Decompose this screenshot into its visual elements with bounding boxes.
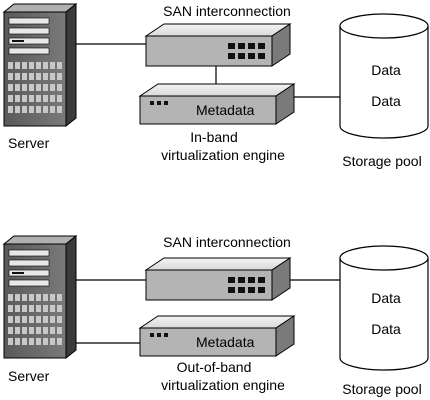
storage-pool-label: Storage pool — [342, 381, 421, 397]
san-switch-icon — [144, 257, 292, 301]
engine-metadata-label: Metadata — [196, 102, 255, 118]
engine-metadata-label: Metadata — [196, 334, 255, 350]
outofband-diagram: Server SAN interconnection Metadata Out-… — [2, 234, 429, 397]
engine-caption-line1: Out-of-band — [177, 359, 252, 375]
storage-data-2-label: Data — [371, 93, 401, 109]
engine-caption-line2: virtualization engine — [161, 147, 285, 163]
storage-pool-label: Storage pool — [342, 153, 421, 169]
storage-data-1-label: Data — [371, 62, 401, 78]
storage-data-2-label: Data — [371, 321, 401, 337]
storage-pool-cylinder-icon — [339, 13, 429, 139]
server-label: Server — [8, 135, 50, 151]
inband-diagram: Server SAN interconnection Metadata In-b… — [2, 2, 429, 169]
storage-data-1-label: Data — [371, 290, 401, 306]
virtualization-engine-icon — [138, 83, 296, 125]
san-switch-icon — [144, 23, 292, 67]
server-tower-icon — [2, 234, 78, 360]
engine-caption-line2: virtualization engine — [161, 377, 285, 393]
virtualization-engine-icon — [138, 315, 296, 357]
server-label: Server — [8, 368, 50, 384]
storage-pool-cylinder-icon — [339, 245, 429, 371]
san-interconnection-label: SAN interconnection — [163, 234, 291, 250]
engine-caption-line1: In-band — [190, 129, 237, 145]
server-tower-icon — [2, 2, 78, 128]
san-interconnection-label: SAN interconnection — [163, 3, 291, 19]
